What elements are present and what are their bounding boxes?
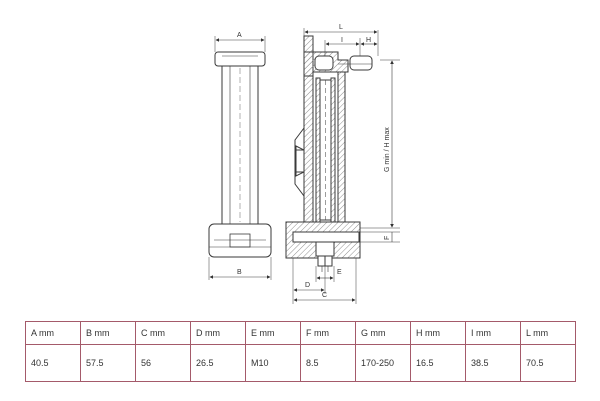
table-value-cell: 38.5 <box>465 344 521 382</box>
table-header-cell: C mm <box>135 321 191 345</box>
table-value-cell: 56 <box>135 344 191 382</box>
table-value-row: 40.5 57.5 56 26.5 M10 8.5 170-250 16.5 3… <box>25 344 576 382</box>
table-value-cell: 26.5 <box>190 344 246 382</box>
front-bottom-block <box>208 223 272 258</box>
dim-label-g: G min / H max <box>384 127 391 172</box>
table-header-cell: B mm <box>80 321 136 345</box>
table-header-cell: H mm <box>410 321 466 345</box>
dim-label-c: C <box>322 292 327 299</box>
table-value-cell: 8.5 <box>300 344 356 382</box>
table-header-cell: I mm <box>465 321 521 345</box>
dim-label-i: I <box>341 37 343 44</box>
table-header-cell: E mm <box>245 321 301 345</box>
table-header-cell: D mm <box>190 321 246 345</box>
table-header-cell: A mm <box>25 321 81 345</box>
table-value-cell: 57.5 <box>80 344 136 382</box>
table-header-row: A mm B mm C mm D mm E mm F mm G mm H mm … <box>25 321 576 345</box>
front-top-cap <box>214 51 266 67</box>
table-header-cell: F mm <box>300 321 356 345</box>
table-header-cell: G mm <box>355 321 411 345</box>
dim-label-l: L <box>339 24 343 31</box>
section-view <box>285 35 373 272</box>
dim-label-f: F <box>384 236 391 240</box>
dimensions-table: A mm B mm C mm D mm E mm F mm G mm H mm … <box>25 321 576 382</box>
dim-label-h: H <box>366 37 371 44</box>
table-value-cell: 70.5 <box>520 344 576 382</box>
table-value-cell: 40.5 <box>25 344 81 382</box>
dim-label-d: D <box>305 282 310 289</box>
table-value-cell: 16.5 <box>410 344 466 382</box>
table-header-cell: L mm <box>520 321 576 345</box>
section-right-body <box>337 71 346 223</box>
dim-label-e: E <box>337 269 342 276</box>
table-value-cell: M10 <box>245 344 301 382</box>
technical-drawing: A B <box>208 24 400 304</box>
table-value-cell: 170-250 <box>355 344 411 382</box>
front-view <box>208 36 272 280</box>
dim-label-b: B <box>237 269 242 276</box>
dim-label-a: A <box>237 32 242 39</box>
